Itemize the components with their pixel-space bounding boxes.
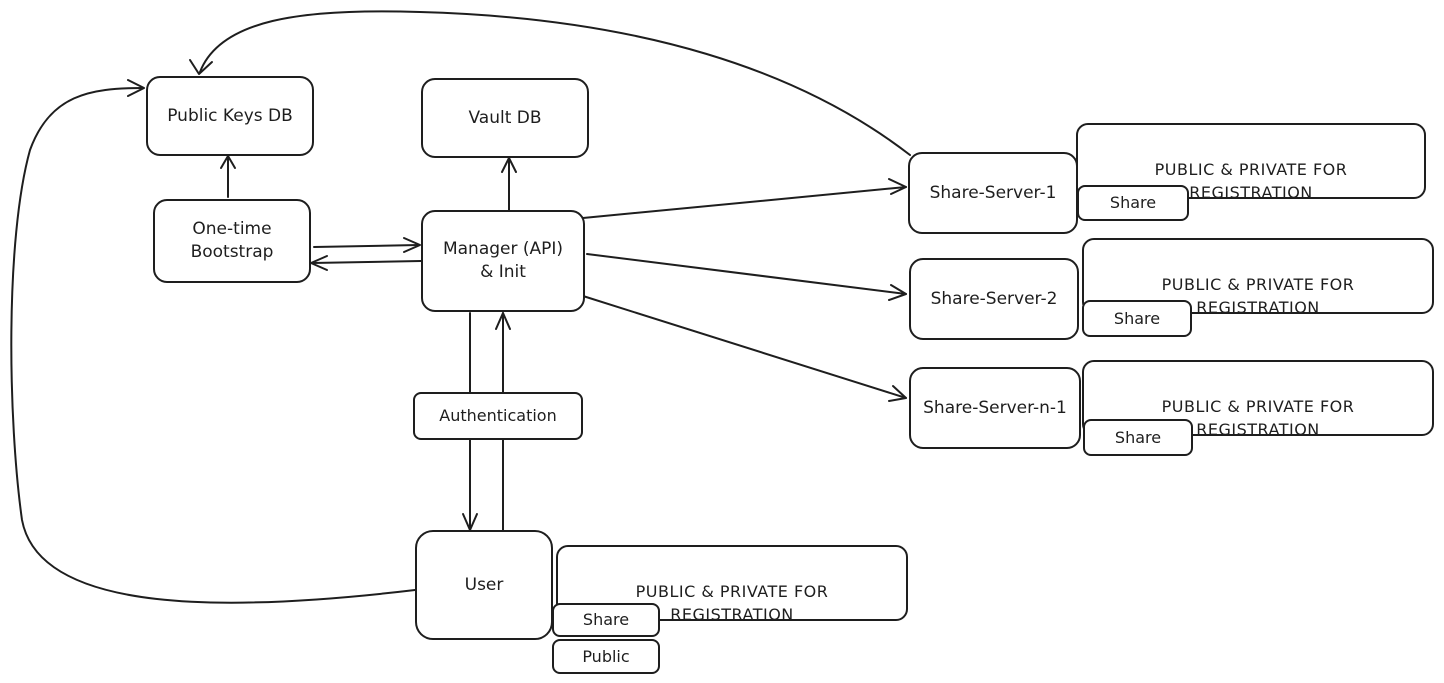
share-server-1-share-label: Share <box>1109 193 1157 213</box>
public-keys-db-label: Public Keys DB <box>167 105 293 126</box>
arrowhead-share-server-1 <box>888 178 907 195</box>
arrowhead-public-keys-db-top <box>189 59 213 75</box>
public-keys-db-node: Public Keys DB <box>146 76 314 156</box>
arrow-manager-to-share-server-2 <box>586 253 907 295</box>
share-server-1-registration-note: PUBLIC & PRIVATE FOR REGISTRATION <box>1076 123 1426 203</box>
authentication-label: Authentication <box>439 406 557 426</box>
arrowhead-public-keys-db-left <box>127 79 145 97</box>
arrowhead-vault-db <box>501 157 517 173</box>
one-time-bootstrap-label: One-time Bootstrap <box>190 219 274 262</box>
user-share-tag: Share <box>552 603 660 637</box>
arrowhead-bootstrap-up <box>220 155 236 169</box>
share-server-1-label: Share-Server-1 <box>929 182 1057 203</box>
arrow-manager-to-share-server-n1 <box>582 295 907 399</box>
share-server-n1-registration-text: PUBLIC & PRIVATE FOR REGISTRATION <box>1161 397 1355 440</box>
user-label: User <box>464 574 504 595</box>
share-server-1-registration-text: PUBLIC & PRIVATE FOR REGISTRATION <box>1154 160 1348 203</box>
arrow-manager-to-bootstrap <box>311 260 422 264</box>
arrow-user-to-public-keys-db <box>10 87 416 604</box>
arrowhead-share-server-n1 <box>888 385 907 402</box>
manager-node: Manager (API) & Init <box>421 210 585 312</box>
share-server-1-share-tag: Share <box>1077 185 1189 221</box>
user-public-tag: Public <box>552 639 660 674</box>
share-server-2-label: Share-Server-2 <box>930 288 1058 309</box>
arrow-manager-to-share-server-1 <box>582 186 907 219</box>
user-share-label: Share <box>582 610 630 630</box>
share-server-n1-label: Share-Server-n-1 <box>923 397 1067 418</box>
share-server-2-share-tag: Share <box>1082 300 1192 337</box>
user-registration-text: PUBLIC & PRIVATE FOR REGISTRATION <box>635 582 829 625</box>
arrow-bootstrap-to-manager <box>313 244 420 248</box>
vault-db-label: Vault DB <box>468 107 542 128</box>
vault-db-node: Vault DB <box>421 78 589 158</box>
manager-label: Manager (API) & Init <box>442 239 564 282</box>
user-node: User <box>415 530 553 640</box>
share-server-n1-share-label: Share <box>1114 427 1162 447</box>
arrowhead-manager-to-bootstrap <box>310 255 328 271</box>
share-server-2-registration-text: PUBLIC & PRIVATE FOR REGISTRATION <box>1161 275 1355 318</box>
share-server-1-node: Share-Server-1 <box>908 152 1078 234</box>
share-server-2-share-label: Share <box>1113 308 1161 328</box>
arrow-share-server-1-to-public-keys-db <box>199 10 911 156</box>
arrowhead-share-server-2 <box>888 284 907 301</box>
user-public-label: Public <box>582 646 630 666</box>
arrowhead-bootstrap-to-manager <box>403 237 421 253</box>
share-server-n1-share-tag: Share <box>1083 419 1193 456</box>
share-server-n1-node: Share-Server-n-1 <box>909 367 1081 449</box>
arrowhead-manager-bottom <box>495 312 511 330</box>
authentication-node: Authentication <box>413 392 583 440</box>
one-time-bootstrap-node: One-time Bootstrap <box>153 199 311 283</box>
share-server-2-node: Share-Server-2 <box>909 258 1079 340</box>
